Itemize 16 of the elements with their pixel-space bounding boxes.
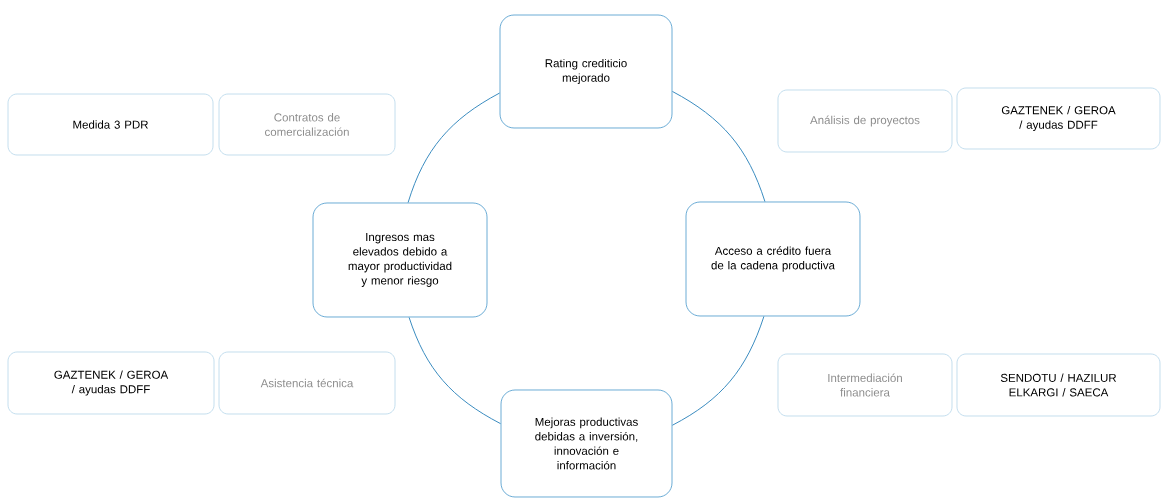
arc-connector [671,315,765,426]
cycle-box: Rating crediticio mejorado [499,14,673,129]
cycle-box: Ingresos mas elevados debido a mayor productividad y menor riesgo [312,202,488,318]
activity-box: Asistencia técnica [218,351,396,415]
arc-connector [671,90,766,203]
activity-box: Intermediación financiera [777,353,953,417]
activity-box: Análisis de proyectos [777,89,953,153]
activity-box: Contratos de comercialización [218,93,396,156]
arc-connector [408,316,502,425]
cycle-box: Acceso a crédito fuera de la cadena productiva [685,201,861,317]
program-box: GAZTENEK / GEROA / ayudas DDFF [7,351,215,415]
cycle-box: Mejoras productivas debidas a inversión, innovación e información [500,389,673,498]
program-box: SENDOTU / HAZILUR ELKARGI / SAECA [956,353,1161,417]
arc-connector [407,92,501,204]
program-box: Medida 3 PDR [7,93,214,156]
program-box: GAZTENEK / GEROA / ayudas DDFF [956,87,1161,150]
